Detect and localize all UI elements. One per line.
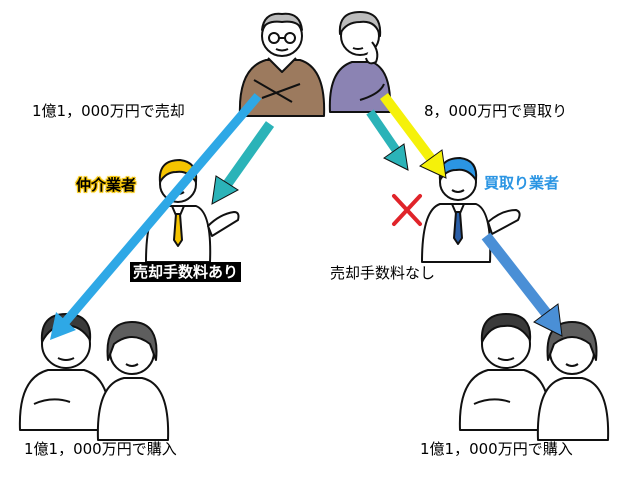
purchase-left-label: 1億1，000万円で購入 — [24, 440, 177, 458]
purchase-right-label: 1億1，000万円で購入 — [420, 440, 573, 458]
arrow-woman-to-buyback — [380, 93, 447, 179]
sell-price-label: 1億1，000万円で売却 — [32, 102, 185, 120]
buyer-couple-left — [18, 313, 170, 441]
buyback-company-label: 買取り業者 — [484, 174, 560, 192]
buyback-company-figure — [421, 157, 521, 263]
arrow-seller-to-left-buyers — [50, 93, 262, 340]
elderly-woman-seller — [328, 11, 392, 113]
broker-label: 仲介業者 — [76, 176, 137, 194]
fee-no-label: 売却手数料なし — [330, 264, 436, 282]
fee-yes-label: 売却手数料あり — [130, 262, 242, 282]
no-fee-cross-mark — [392, 194, 422, 226]
buyer-couple-right — [458, 313, 610, 441]
arrow-seller-to-broker — [211, 121, 275, 205]
arrow-buyback-to-right-buyers — [481, 232, 563, 337]
arrow-woman-to-buyback-teal — [366, 109, 409, 171]
buyback-price-label: 8，000万円で買取り — [424, 102, 568, 120]
elderly-man-seller — [238, 12, 326, 117]
